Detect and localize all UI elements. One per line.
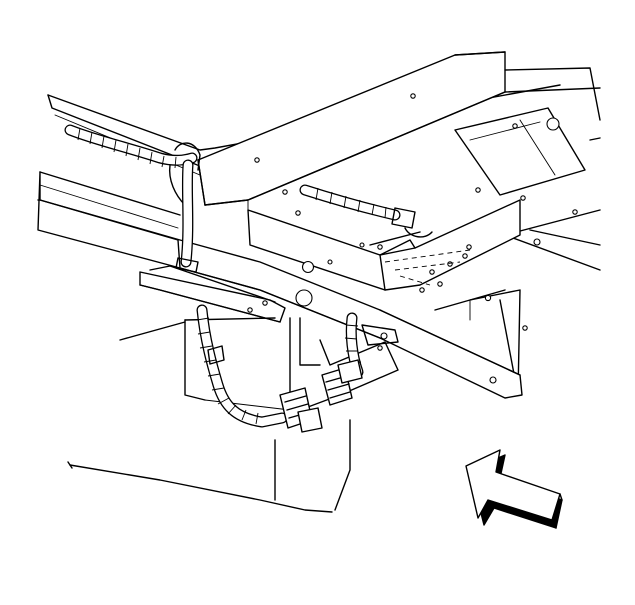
frame-rail-front	[37, 171, 523, 399]
crossmember-beam	[197, 51, 506, 211]
electrical-connector-icon	[279, 359, 363, 433]
view-direction-arrow-icon	[465, 449, 563, 529]
harness-bracket	[119, 265, 286, 341]
wiring-harness-drop	[175, 159, 199, 273]
wiring-harness-lower	[196, 304, 288, 428]
wiring-harness-middle	[299, 184, 433, 238]
frame-rail-right	[434, 67, 601, 396]
frame-center-section	[247, 189, 521, 293]
wiring-harness-rear	[64, 124, 201, 206]
